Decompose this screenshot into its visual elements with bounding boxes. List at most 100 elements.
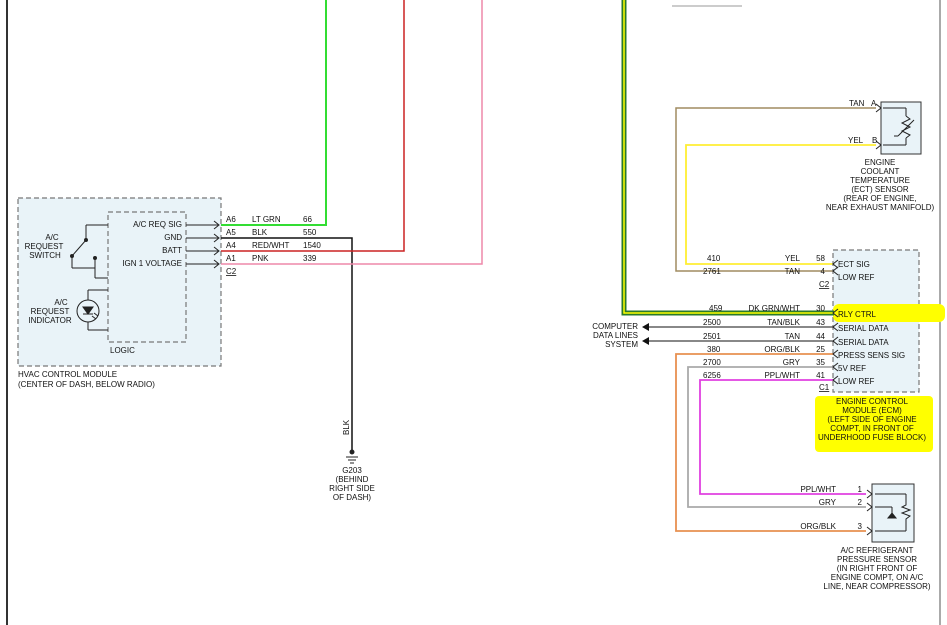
- indicator-label-2: INDICATOR: [28, 316, 71, 325]
- wire-yel-ect: [685, 144, 876, 265]
- wire-dk-grn-wht-459-outer: [621, 0, 834, 316]
- ecm-label-4: UNDERHOOD FUSE BLOCK): [818, 433, 926, 442]
- ecm-label-2: (LEFT SIDE OF ENGINE: [827, 415, 916, 424]
- switch-label-2: SWITCH: [29, 251, 61, 260]
- computer-arrow-0: [642, 323, 649, 331]
- ect-thermistor-icon: [883, 107, 915, 146]
- wire-red-wht-1540: [221, 0, 405, 252]
- ecm-c1-pin-4: 35: [816, 358, 825, 367]
- pressure-sensor-icon: [875, 493, 912, 532]
- ect-label-4: (REAR OF ENGINE,: [843, 194, 916, 203]
- wire-lt-grn-66: [221, 0, 327, 226]
- wire-gry-2700: [687, 366, 866, 508]
- ecm-c1-signal-2: SERIAL DATA: [838, 338, 889, 347]
- ecm-c2-pin-1: 4: [821, 267, 826, 276]
- ground-symbol: [346, 449, 358, 464]
- ecm-c1-pin-3: 25: [816, 345, 825, 354]
- pressure-pin-2: 3: [858, 522, 863, 531]
- ect-label-3: (ECT) SENSOR: [851, 185, 909, 194]
- rly-ctrl-highlight: [833, 304, 945, 322]
- ect-pin-arrows: [875, 103, 882, 150]
- hvac-module-label-0: HVAC CONTROL MODULE: [18, 370, 117, 379]
- ground-label-2: RIGHT SIDE: [329, 484, 375, 493]
- hvac-pin-2: A4: [226, 241, 236, 250]
- ect-pin-1: B: [872, 136, 877, 145]
- hvac-pin-3: A1: [226, 254, 236, 263]
- ect-sensor-box: [880, 101, 922, 155]
- ecm-c1-signal-0: RLY CTRL: [838, 310, 876, 319]
- switch-label-1: REQUEST: [25, 242, 64, 251]
- hvac-wire-2: RED/WHT: [252, 241, 289, 250]
- hvac-pin-signal-3: IGN 1 VOLTAGE: [122, 259, 182, 268]
- ecm-c1-circuit-4: 2700: [703, 358, 721, 367]
- pressure-label-1: PRESSURE SENSOR: [837, 555, 917, 564]
- ecm-c2-wire-0: YEL: [785, 254, 801, 263]
- computer-label-0: COMPUTER: [592, 322, 638, 331]
- ecm-c1-pin-2: 44: [816, 332, 825, 341]
- ecm-label-highlight: [815, 396, 933, 452]
- hvac-pin-signal-2: BATT: [162, 246, 182, 255]
- ecm-pin-arrows: [832, 259, 839, 385]
- hvac-internal-stubs: [186, 224, 218, 265]
- hvac-wire-1: BLK: [252, 228, 268, 237]
- ecm-c1-circuit-2: 2501: [703, 332, 721, 341]
- ecm-c1-signal-1: SERIAL DATA: [838, 324, 889, 333]
- ecm-c1-circuit-3: 380: [707, 345, 721, 354]
- wire-dk-grn-wht-459-inner: [623, 0, 834, 314]
- ecm-c2-circuit-1: 2761: [703, 267, 721, 276]
- ecm-c1-wire-2: TAN: [785, 332, 801, 341]
- pressure-sensor-box: [871, 483, 915, 543]
- wire-ppl-wht-6256: [699, 379, 866, 495]
- ecm-c2-circuit-0: 410: [707, 254, 721, 263]
- ac-request-indicator: [76, 289, 108, 331]
- ecm-c2-signal-0: ECT SIG: [838, 260, 870, 269]
- ecm-c1-wire-5: PPL/WHT: [764, 371, 800, 380]
- pressure-pin-arrows: [866, 489, 873, 536]
- ac-request-switch: [70, 224, 108, 279]
- pressure-wire-0: PPL/WHT: [800, 485, 836, 494]
- ecm-c1-signal-3: PRESS SENS SIG: [838, 351, 905, 360]
- hvac-circuit-1: 550: [303, 228, 317, 237]
- wire-blk-550: [221, 237, 353, 450]
- ground-label-1: (BEHIND: [336, 475, 369, 484]
- ecm-label-0: ENGINE CONTROL: [836, 397, 909, 406]
- ecm-c1-signal-5: LOW REF: [838, 377, 875, 386]
- ecm-c1-signal-4: 5V REF: [838, 364, 866, 373]
- computer-label-2: SYSTEM: [605, 340, 638, 349]
- logic-box: [107, 211, 187, 343]
- hvac-pin-1: A5: [226, 228, 236, 237]
- wire-tan-ect: [675, 107, 876, 272]
- pressure-label-0: A/C REFRIGERANT: [841, 546, 914, 555]
- hvac-circuit-0: 66: [303, 215, 312, 224]
- hvac-circuit-3: 339: [303, 254, 317, 263]
- switch-label-0: A/C: [45, 233, 59, 242]
- ect-label-5: NEAR EXHAUST MANIFOLD): [826, 203, 935, 212]
- pressure-label-4: LINE, NEAR COMPRESSOR): [823, 582, 930, 591]
- ground-label-3: OF DASH): [333, 493, 372, 502]
- wire-pnk-339: [221, 0, 483, 265]
- logic-label: LOGIC: [110, 346, 135, 355]
- ecm-c1-wire-0: DK GRN/WHT: [748, 304, 800, 313]
- ecm-c2-label: C2: [819, 280, 830, 289]
- computer-arrow-1: [642, 337, 649, 345]
- hvac-module-label-1: (CENTER OF DASH, BELOW RADIO): [18, 380, 155, 389]
- ground-wire-label: BLK: [342, 419, 351, 435]
- ect-wire-1: YEL: [848, 136, 864, 145]
- pressure-pin-0: 1: [858, 485, 863, 494]
- ecm-c1-label: C1: [819, 383, 830, 392]
- ecm-c1-circuit-5: 6256: [703, 371, 721, 380]
- pressure-wire-1: GRY: [819, 498, 837, 507]
- ecm-c1-circuit-1: 2500: [703, 318, 721, 327]
- ecm-c2-wire-1: TAN: [785, 267, 801, 276]
- hvac-circuit-2: 1540: [303, 241, 321, 250]
- ecm-c1-circuit-0: 459: [709, 304, 723, 313]
- hvac-wire-0: LT GRN: [252, 215, 281, 224]
- ecm-c1-wire-1: TAN/BLK: [767, 318, 800, 327]
- computer-label-1: DATA LINES: [593, 331, 638, 340]
- ect-label-2: TEMPERATURE: [850, 176, 910, 185]
- ecm-c1-wire-4: GRY: [783, 358, 801, 367]
- hvac-pin-signal-0: A/C REQ SIG: [133, 220, 182, 229]
- pressure-wire-2: ORG/BLK: [800, 522, 836, 531]
- hvac-pin-0: A6: [226, 215, 236, 224]
